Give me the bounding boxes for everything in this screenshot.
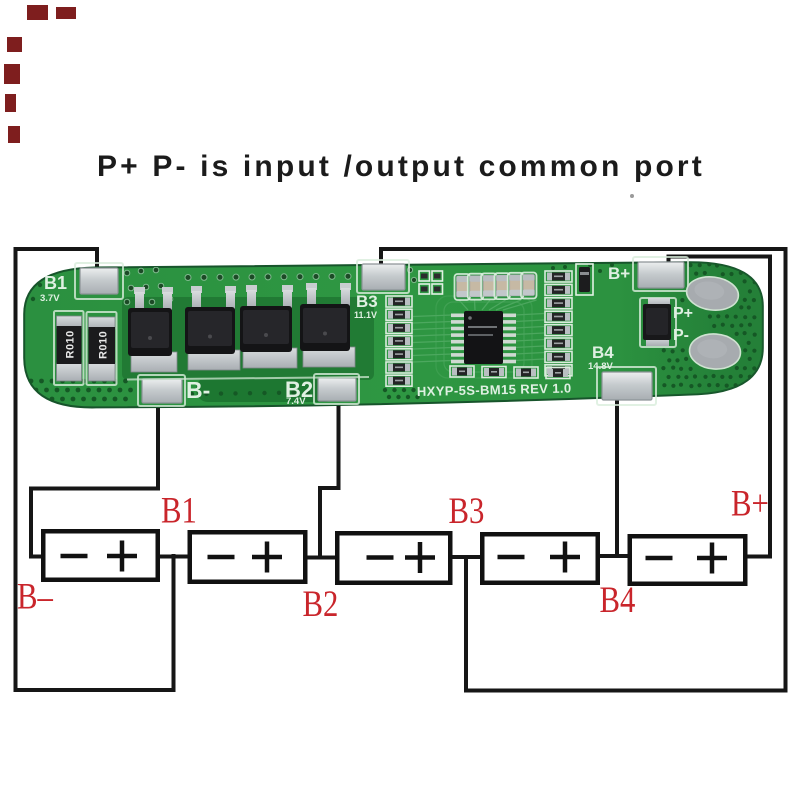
svg-text:R010: R010 [65,330,77,358]
svg-text:P-: P- [673,327,689,344]
svg-text:B1: B1 [44,273,67,293]
svg-text:HXYP-5S-BM15 REV 1.0: HXYP-5S-BM15 REV 1.0 [417,380,572,399]
svg-text:7.4V: 7.4V [286,396,306,407]
svg-text:R010: R010 [97,331,109,359]
svg-text:B-: B- [186,377,210,403]
svg-text:B1: B1 [161,490,197,532]
svg-text:B2: B2 [285,377,313,402]
svg-text:B4: B4 [592,343,614,362]
svg-text:B+: B+ [731,483,769,525]
svg-text:B4: B4 [600,579,636,621]
svg-text:11.1V: 11.1V [354,310,377,320]
svg-text:B+: B+ [608,264,630,283]
svg-text:P+: P+ [673,305,693,322]
svg-text:B3: B3 [356,292,378,311]
svg-text:B–: B– [17,576,54,618]
svg-text:3.7V: 3.7V [40,293,60,304]
svg-text:B2: B2 [303,583,339,625]
svg-text:B3: B3 [449,490,485,532]
svg-text:14.8V: 14.8V [588,361,613,372]
